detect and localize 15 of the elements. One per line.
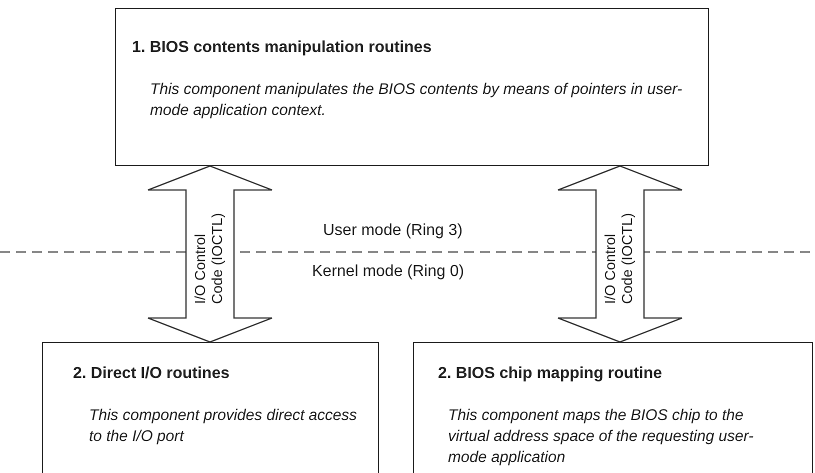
component-box [115, 8, 709, 166]
mode-label: Kernel mode (Ring 0) [312, 263, 464, 281]
double-arrow [147, 165, 273, 343]
component-box [413, 342, 813, 473]
component-description: This component maps the BIOS chip to the virtual address space of the requesting user-mode application [448, 406, 755, 468]
component-box [42, 342, 379, 473]
component-description: This component provides direct access to the I/O port [89, 406, 358, 447]
component-title: 1. BIOS contents manipulation routines [132, 39, 432, 57]
component-title: 2. BIOS chip mapping routine [438, 365, 662, 383]
edge-label: I/O Control Code (IOCTL) [603, 212, 637, 304]
double-arrow [557, 165, 683, 343]
mode-label: User mode (Ring 3) [323, 222, 463, 240]
component-description: This component manipulates the BIOS contents by means of pointers in user-mode application context. [150, 80, 684, 121]
component-title: 2. Direct I/O routines [73, 365, 230, 383]
edge-label: I/O Control Code (IOCTL) [193, 212, 227, 304]
